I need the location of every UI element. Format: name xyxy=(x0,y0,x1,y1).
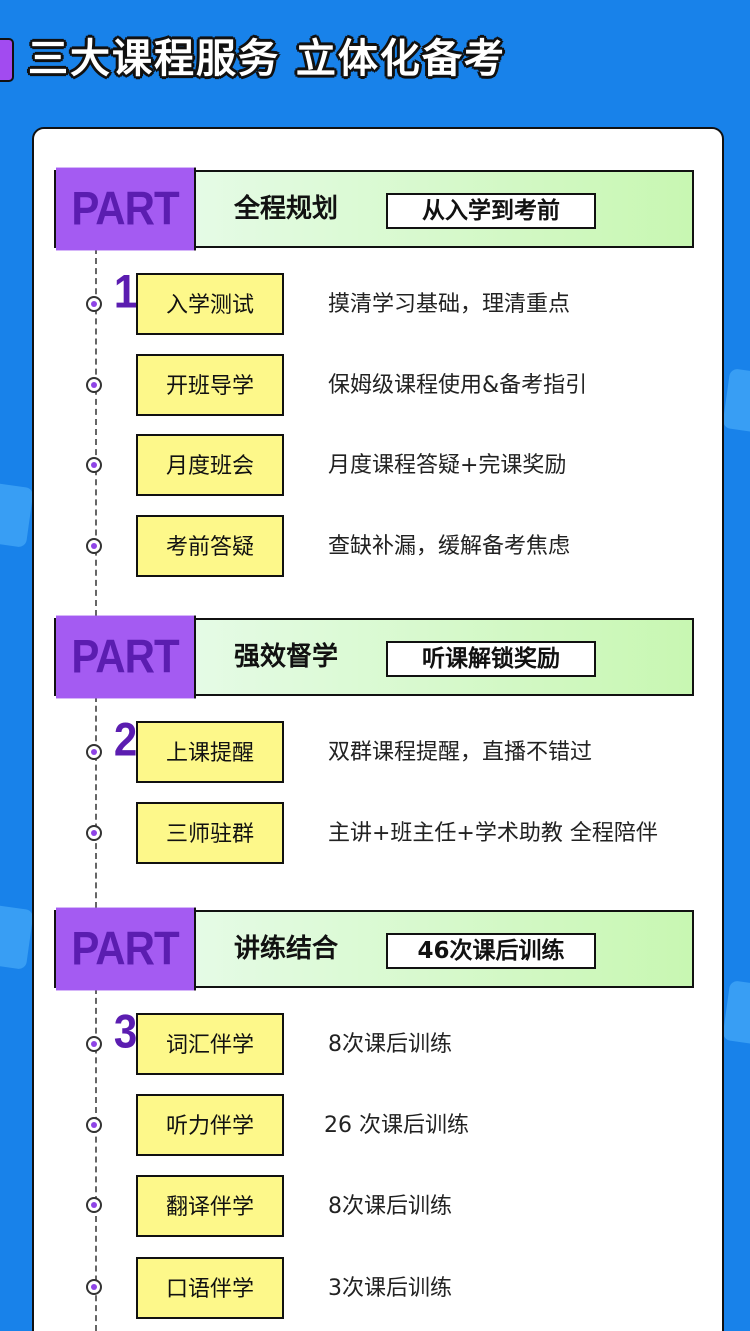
item-desc: 8次课后训练 xyxy=(328,1032,452,1057)
item-label: 三师驻群 xyxy=(136,802,284,864)
part-label: PART 3 xyxy=(56,907,196,1058)
item-label: 翻译伴学 xyxy=(136,1175,284,1237)
timeline-line xyxy=(95,248,97,616)
decor-tile xyxy=(722,368,750,436)
timeline-dot xyxy=(86,538,102,554)
item-desc: 26 次课后训练 xyxy=(324,1113,469,1138)
timeline-line xyxy=(95,988,97,1331)
item-desc: 月度课程答疑+完课奖励 xyxy=(328,453,567,478)
item-desc: 查缺补漏，缓解备考焦虑 xyxy=(328,534,571,559)
timeline-dot xyxy=(86,377,102,393)
decor-tile xyxy=(0,902,34,970)
timeline-dot xyxy=(86,1036,102,1052)
item-desc: 摸清学习基础，理清重点 xyxy=(328,292,571,317)
item-label: 考前答疑 xyxy=(136,515,284,577)
item-label: 词汇伴学 xyxy=(136,1013,284,1075)
part-2-header: PART 2 强效督学 听课解锁奖励 xyxy=(54,615,694,766)
item-label: 开班导学 xyxy=(136,354,284,416)
item-label: 听力伴学 xyxy=(136,1094,284,1156)
part-3-header: PART 3 讲练结合 46次课后训练 xyxy=(54,907,694,1058)
timeline-dot xyxy=(86,1117,102,1133)
part-name: 全程规划 xyxy=(234,194,339,224)
page-title: 三大课程服务 立体化备考 xyxy=(28,36,506,82)
item-desc: 8次课后训练 xyxy=(328,1194,452,1219)
timeline-dot xyxy=(86,1279,102,1295)
part-tag: 46次课后训练 xyxy=(386,933,596,969)
part-label: PART 2 xyxy=(56,615,196,766)
part-1-header: PART 1 全程规划 从入学到考前 xyxy=(54,167,694,318)
timeline-dot xyxy=(86,825,102,841)
item-label: 月度班会 xyxy=(136,434,284,496)
decor-tile xyxy=(0,480,34,548)
part-name: 强效督学 xyxy=(234,642,339,672)
timeline-dot xyxy=(86,1197,102,1213)
item-label: 入学测试 xyxy=(136,273,284,335)
item-desc: 双群课程提醒，直播不错过 xyxy=(328,740,593,765)
timeline-dot xyxy=(86,744,102,760)
title-marker xyxy=(0,38,14,82)
item-label: 口语伴学 xyxy=(136,1257,284,1319)
item-label: 上课提醒 xyxy=(136,721,284,783)
item-desc: 保姆级课程使用&备考指引 xyxy=(328,373,588,398)
timeline-dot xyxy=(86,296,102,312)
item-desc: 3次课后训练 xyxy=(328,1276,452,1301)
part-tag: 听课解锁奖励 xyxy=(386,641,596,677)
item-desc: 主讲+班主任+学术助教 全程陪伴 xyxy=(328,821,658,846)
part-label: PART 1 xyxy=(56,167,196,318)
part-tag: 从入学到考前 xyxy=(386,193,596,229)
part-name: 讲练结合 xyxy=(234,934,339,964)
timeline-dot xyxy=(86,457,102,473)
decor-tile xyxy=(722,980,750,1048)
timeline-line xyxy=(95,696,97,908)
